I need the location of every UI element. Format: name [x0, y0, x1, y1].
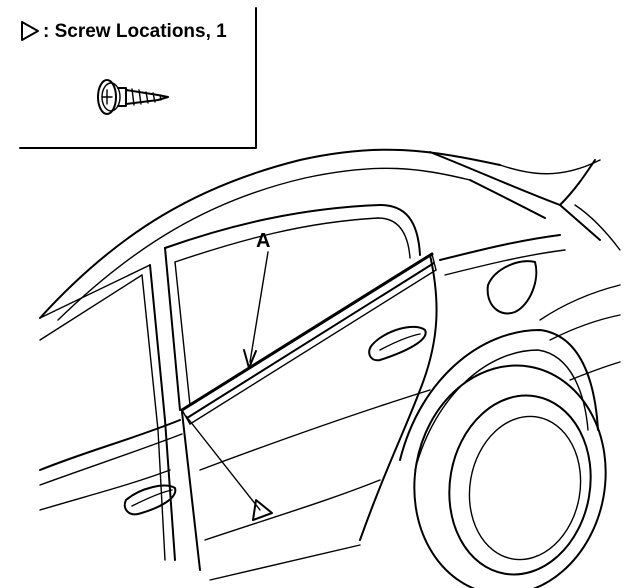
callout-a: A	[243, 230, 270, 369]
wheel-arch	[399, 329, 599, 461]
rear-door-handle	[368, 325, 427, 362]
front-door-handle	[123, 484, 177, 516]
callout-label-a: A	[256, 230, 270, 252]
rear-wheel	[413, 364, 607, 588]
triangle-marker-icon	[252, 499, 273, 521]
fuel-door	[486, 260, 538, 315]
legend-text: : Screw Locations, 1	[43, 21, 227, 42]
door-molding-a	[180, 252, 437, 425]
car-body	[39, 148, 621, 588]
legend-triangle-icon	[21, 21, 39, 41]
screw-icon	[97, 79, 169, 115]
legend-box: : Screw Locations, 1	[19, 7, 257, 149]
screw-location-leader	[185, 415, 273, 521]
